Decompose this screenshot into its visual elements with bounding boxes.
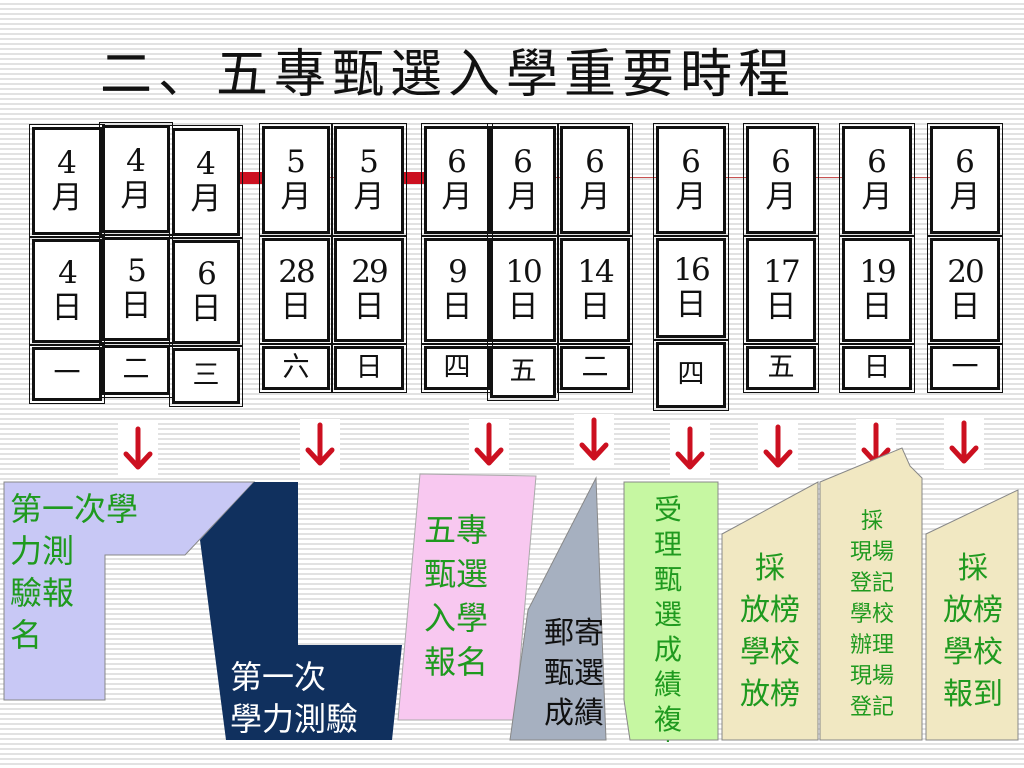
onsite-registration-shape [819,447,923,741]
score-review-shape [623,481,719,741]
down-arrow-icon [944,417,984,469]
weekday-cell: 日 [331,343,407,393]
mail-scores-label: 郵寄 甄選 成績 [544,616,604,731]
down-arrow-icon [118,423,158,475]
page-title: 二、五專甄選入學重要時程 [100,45,797,105]
weekday-cell: 二 [99,342,173,398]
down-arrow-icon [574,414,614,466]
weekday-cell: 三 [169,345,243,407]
exam-registration-label: 第一次學 力測 驗報 名 [10,490,139,654]
down-arrow-icon [670,423,710,475]
down-arrow-icon [300,419,340,471]
apply-label: 五專 甄選 入學 報名 [424,511,489,681]
weekday-cell: 五 [487,343,559,401]
report-shape [925,489,1019,741]
down-arrow-icon [758,421,798,473]
connector-bar [240,172,262,184]
report-label: 採 放榜 學校 報到 [943,551,1003,712]
first-exam-label: 第一次 學力測驗 [230,658,359,738]
weekday-cell: 日 [839,343,915,393]
first-exam-shape [200,482,402,740]
weekday-cell: 一 [29,344,105,404]
weekday-cell: 六 [259,343,333,393]
onsite-registration-label: 採 現場 登記 學校 辦理 現場 登記 [849,509,894,720]
weekday-cell: 四 [653,339,729,411]
weekday-cell: 四 [421,343,493,393]
weekday-cell: 一 [927,343,1003,393]
release-results-label: 採 放榜 學校 放榜 [740,551,800,712]
weekday-cell: 五 [743,343,819,393]
release-results-shape [721,481,819,741]
connector-bar [402,172,424,184]
mail-scores-shape [509,476,607,741]
weekday-cell: 二 [557,343,633,393]
score-review-label: 受 理 甄 選 成 績 複 查 [653,493,682,742]
down-arrow-icon [469,419,509,471]
